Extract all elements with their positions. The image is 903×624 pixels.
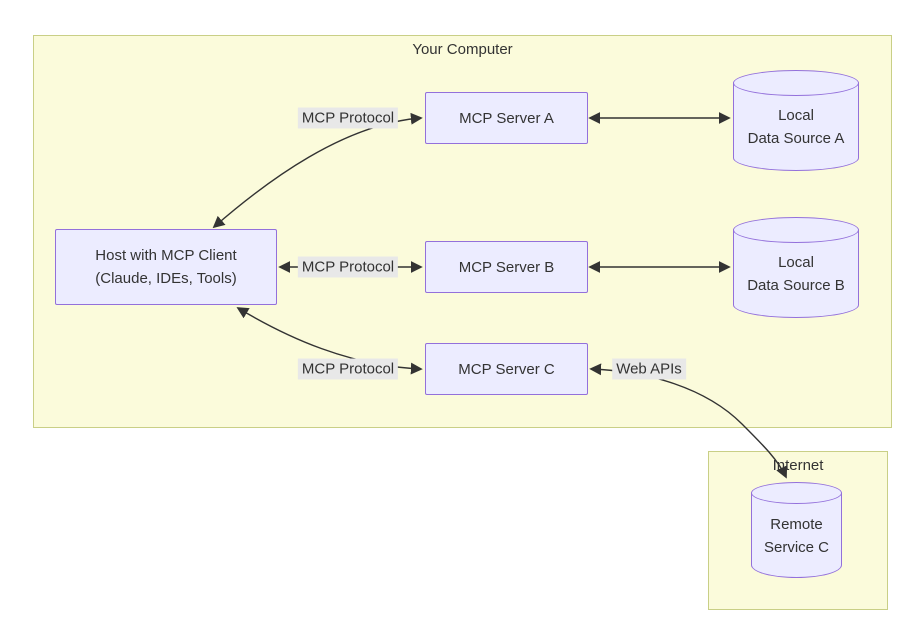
cylinder-body: [733, 83, 859, 171]
cylinder-body: [733, 230, 859, 318]
internet-title: Internet: [772, 457, 824, 474]
local-data-source-a-label: Local Data Source A: [747, 107, 845, 147]
cylinder-top: [751, 482, 842, 504]
cylinder-top: [733, 70, 859, 96]
mcp-server-c-node: MCP Server C: [425, 343, 588, 395]
remote-service-c-cylinder: Remote Service C: [751, 482, 842, 578]
cylinder-top: [733, 217, 859, 243]
your-computer-title: Your Computer: [412, 41, 513, 58]
remote-service-c-label: Remote Service C: [763, 515, 830, 556]
mcp-protocol-label-c: MCP Protocol: [297, 358, 399, 380]
mcp-server-a-node: MCP Server A: [425, 92, 588, 144]
local-data-source-b-label: Local Data Source B: [747, 254, 845, 294]
cylinder-body: [751, 493, 842, 578]
mcp-protocol-label-a: MCP Protocol: [297, 107, 399, 129]
local-data-source-b-cylinder: Local Data Source B: [733, 217, 859, 318]
mcp-server-b-node: MCP Server B: [425, 241, 588, 293]
mcp-protocol-label-b: MCP Protocol: [297, 256, 399, 278]
web-apis-label: Web APIs: [612, 358, 686, 380]
host-node: Host with MCP Client (Claude, IDEs, Tool…: [55, 229, 277, 305]
local-data-source-a-cylinder: Local Data Source A: [733, 70, 859, 171]
